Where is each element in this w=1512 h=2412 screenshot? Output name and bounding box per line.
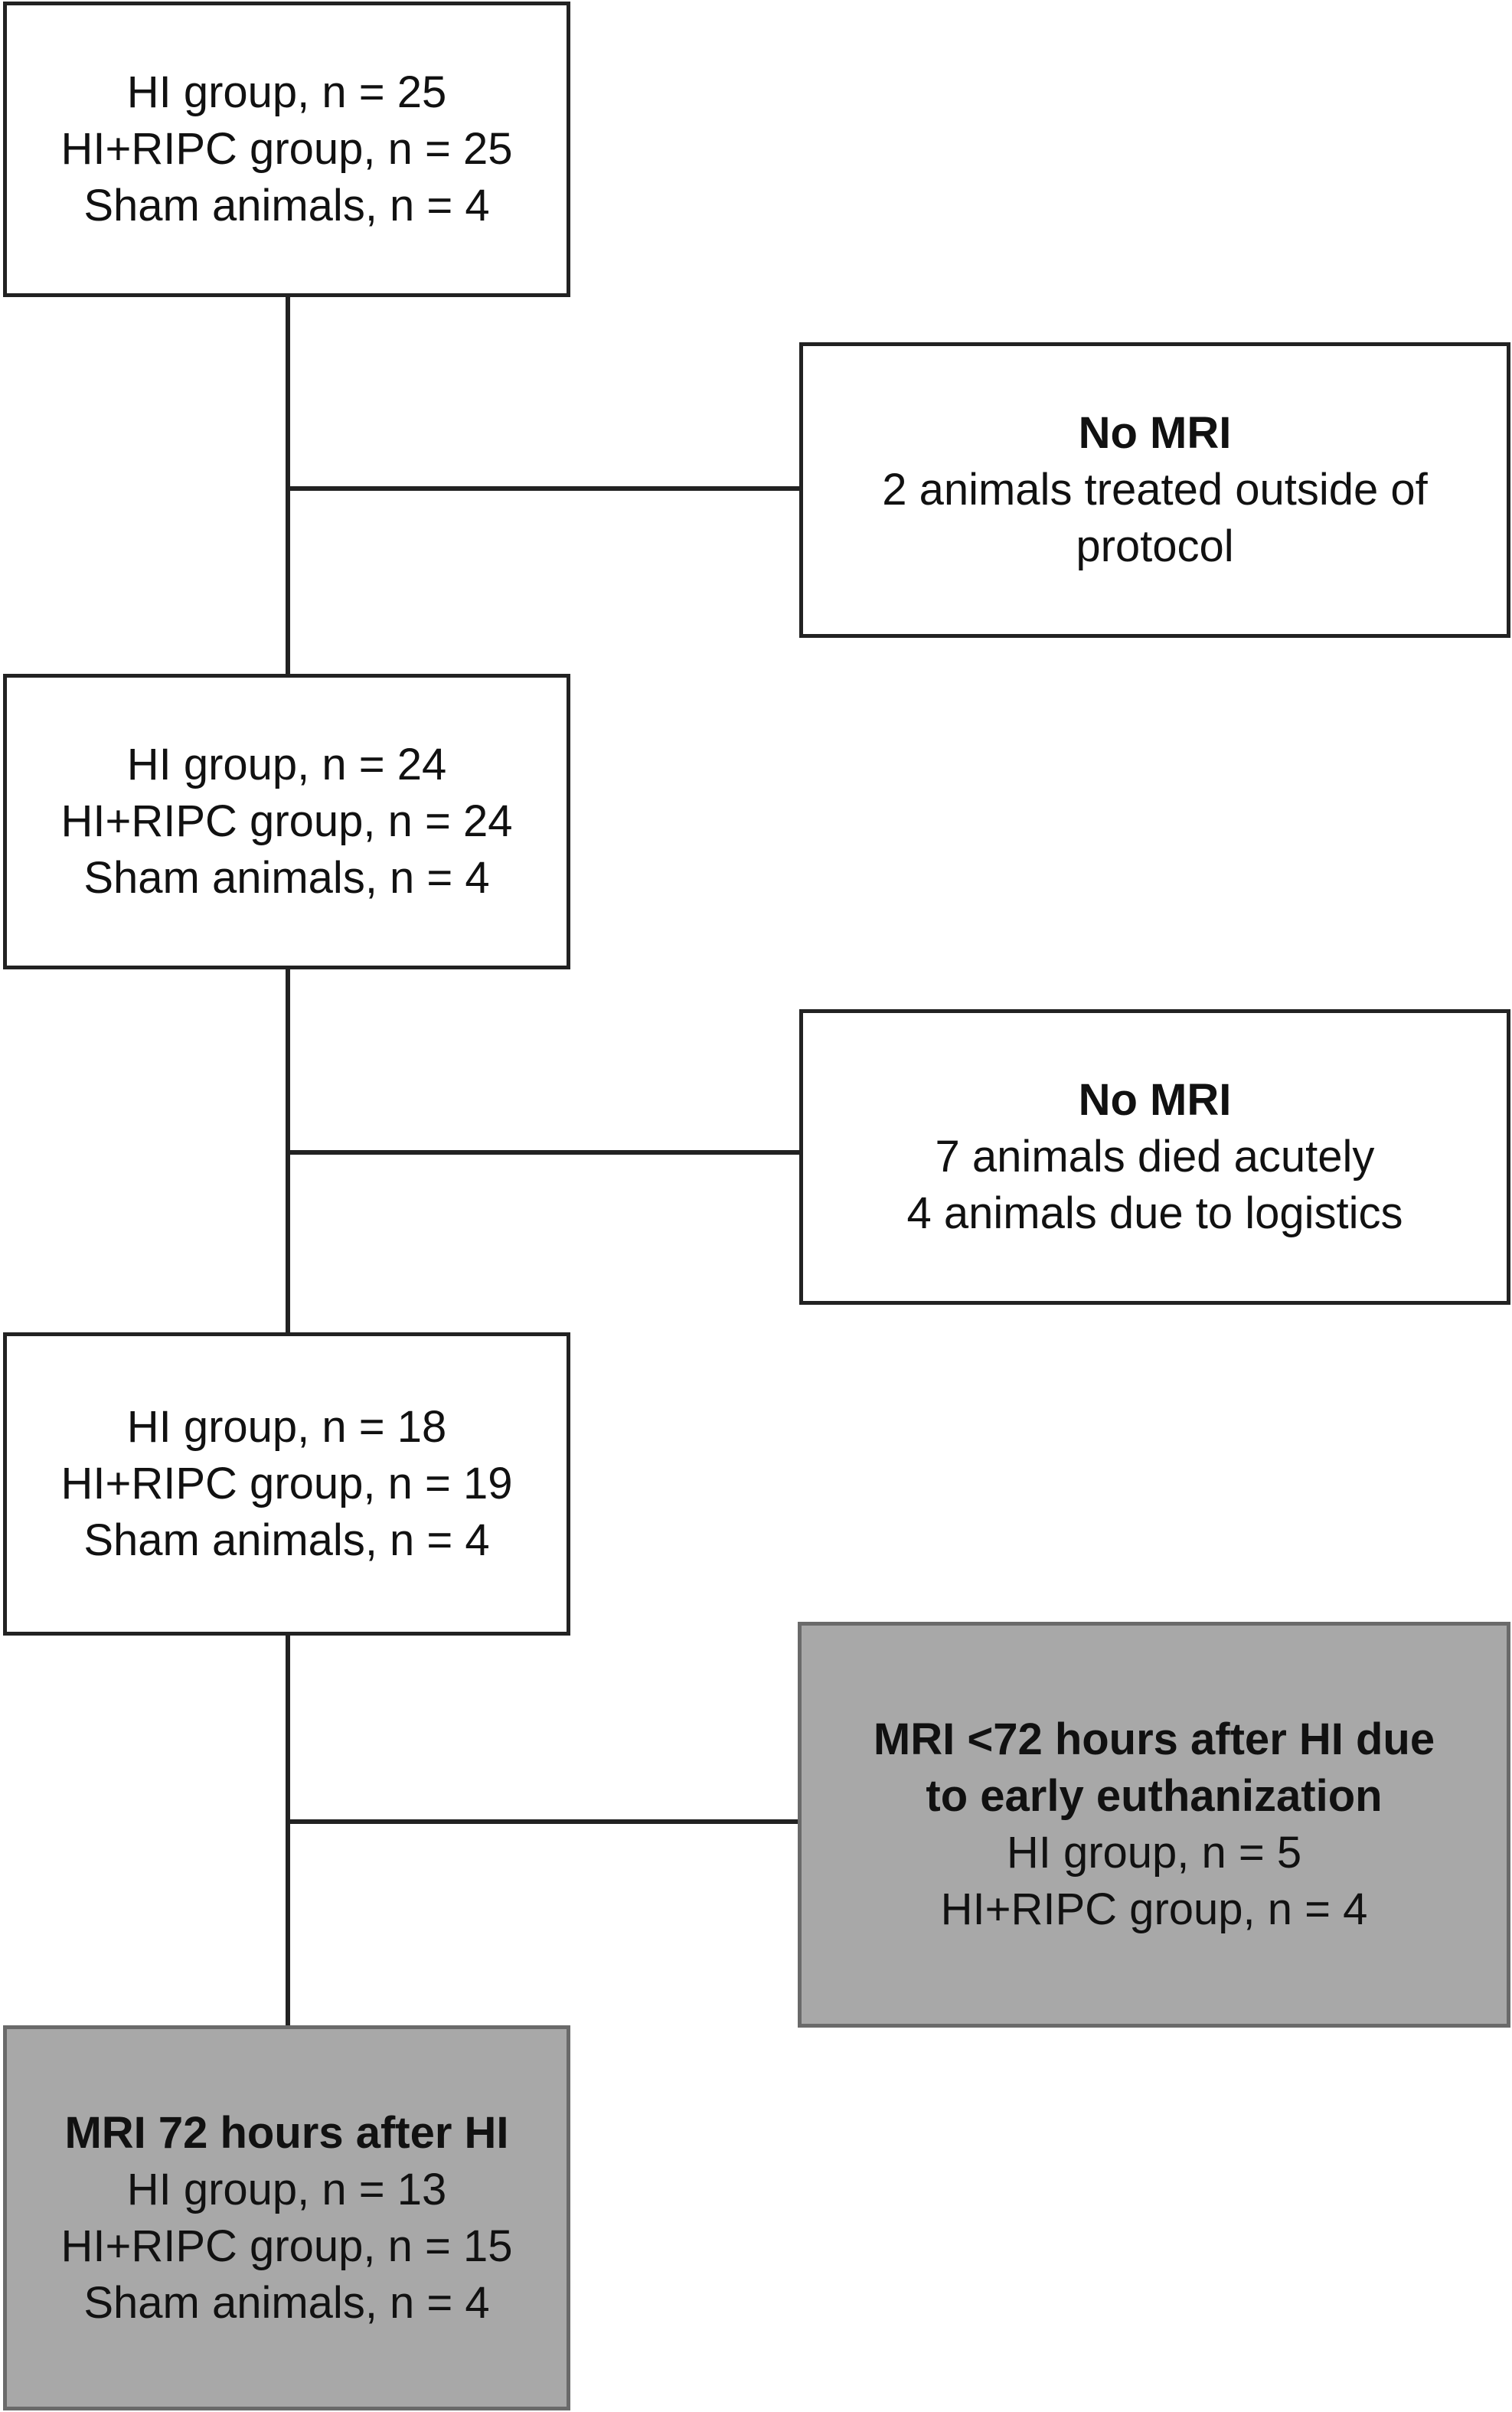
exclusion1-box: No MRI 2 animals treated outside of prot… bbox=[799, 342, 1510, 638]
connector-stage1-stage2 bbox=[286, 296, 290, 675]
exclusion1-line-1: 2 animals treated outside of bbox=[882, 465, 1428, 515]
early-mri-line-1: HI group, n = 5 bbox=[1006, 1828, 1302, 1878]
stage3-line-2: HI+RIPC group, n = 19 bbox=[60, 1459, 513, 1508]
final-mri-line-1: HI group, n = 13 bbox=[126, 2164, 447, 2214]
stage1-line-2: HI+RIPC group, n = 25 bbox=[60, 124, 513, 174]
stage1-line-1: HI group, n = 25 bbox=[126, 67, 447, 117]
stage1-box: HI group, n = 25 HI+RIPC group, n = 25 S… bbox=[3, 2, 570, 297]
final-mri-line-2: HI+RIPC group, n = 15 bbox=[60, 2221, 513, 2271]
connector-stage3-final bbox=[286, 1635, 290, 2025]
exclusion1-title: No MRI bbox=[1078, 408, 1232, 458]
exclusion2-box: No MRI 7 animals died acutely 4 animals … bbox=[799, 1009, 1510, 1305]
exclusion1-line-2: protocol bbox=[1076, 521, 1234, 571]
exclusion2-title: No MRI bbox=[1078, 1075, 1232, 1125]
stage2-line-3: Sham animals, n = 4 bbox=[83, 853, 490, 903]
exclusion2-line-2: 4 animals due to logistics bbox=[906, 1188, 1403, 1238]
final-mri-line-3: Sham animals, n = 4 bbox=[83, 2277, 490, 2328]
exclusion2-line-1: 7 animals died acutely bbox=[935, 1132, 1375, 1181]
stage3-line-1: HI group, n = 18 bbox=[126, 1402, 447, 1452]
early-mri-title-line-1: MRI <72 hours after HI due bbox=[873, 1714, 1435, 1764]
early-mri-box: MRI <72 hours after HI due to early euth… bbox=[798, 1622, 1510, 2028]
connector-branch-early-mri bbox=[286, 1819, 800, 1824]
stage3-line-3: Sham animals, n = 4 bbox=[83, 1515, 490, 1565]
final-mri-box: MRI 72 hours after HI HI group, n = 13 H… bbox=[3, 2025, 570, 2410]
early-mri-title-line-2: to early euthanization bbox=[926, 1771, 1383, 1821]
stage3-box: HI group, n = 18 HI+RIPC group, n = 19 S… bbox=[3, 1332, 570, 1636]
final-mri-title: MRI 72 hours after HI bbox=[64, 2107, 509, 2158]
early-mri-line-2: HI+RIPC group, n = 4 bbox=[940, 1884, 1368, 1934]
stage2-line-2: HI+RIPC group, n = 24 bbox=[60, 796, 513, 846]
connector-branch-exclusion2 bbox=[286, 1150, 800, 1155]
connector-branch-exclusion1 bbox=[286, 486, 800, 491]
stage2-box: HI group, n = 24 HI+RIPC group, n = 24 S… bbox=[3, 674, 570, 969]
stage2-line-1: HI group, n = 24 bbox=[126, 740, 447, 789]
stage1-line-3: Sham animals, n = 4 bbox=[83, 181, 490, 230]
